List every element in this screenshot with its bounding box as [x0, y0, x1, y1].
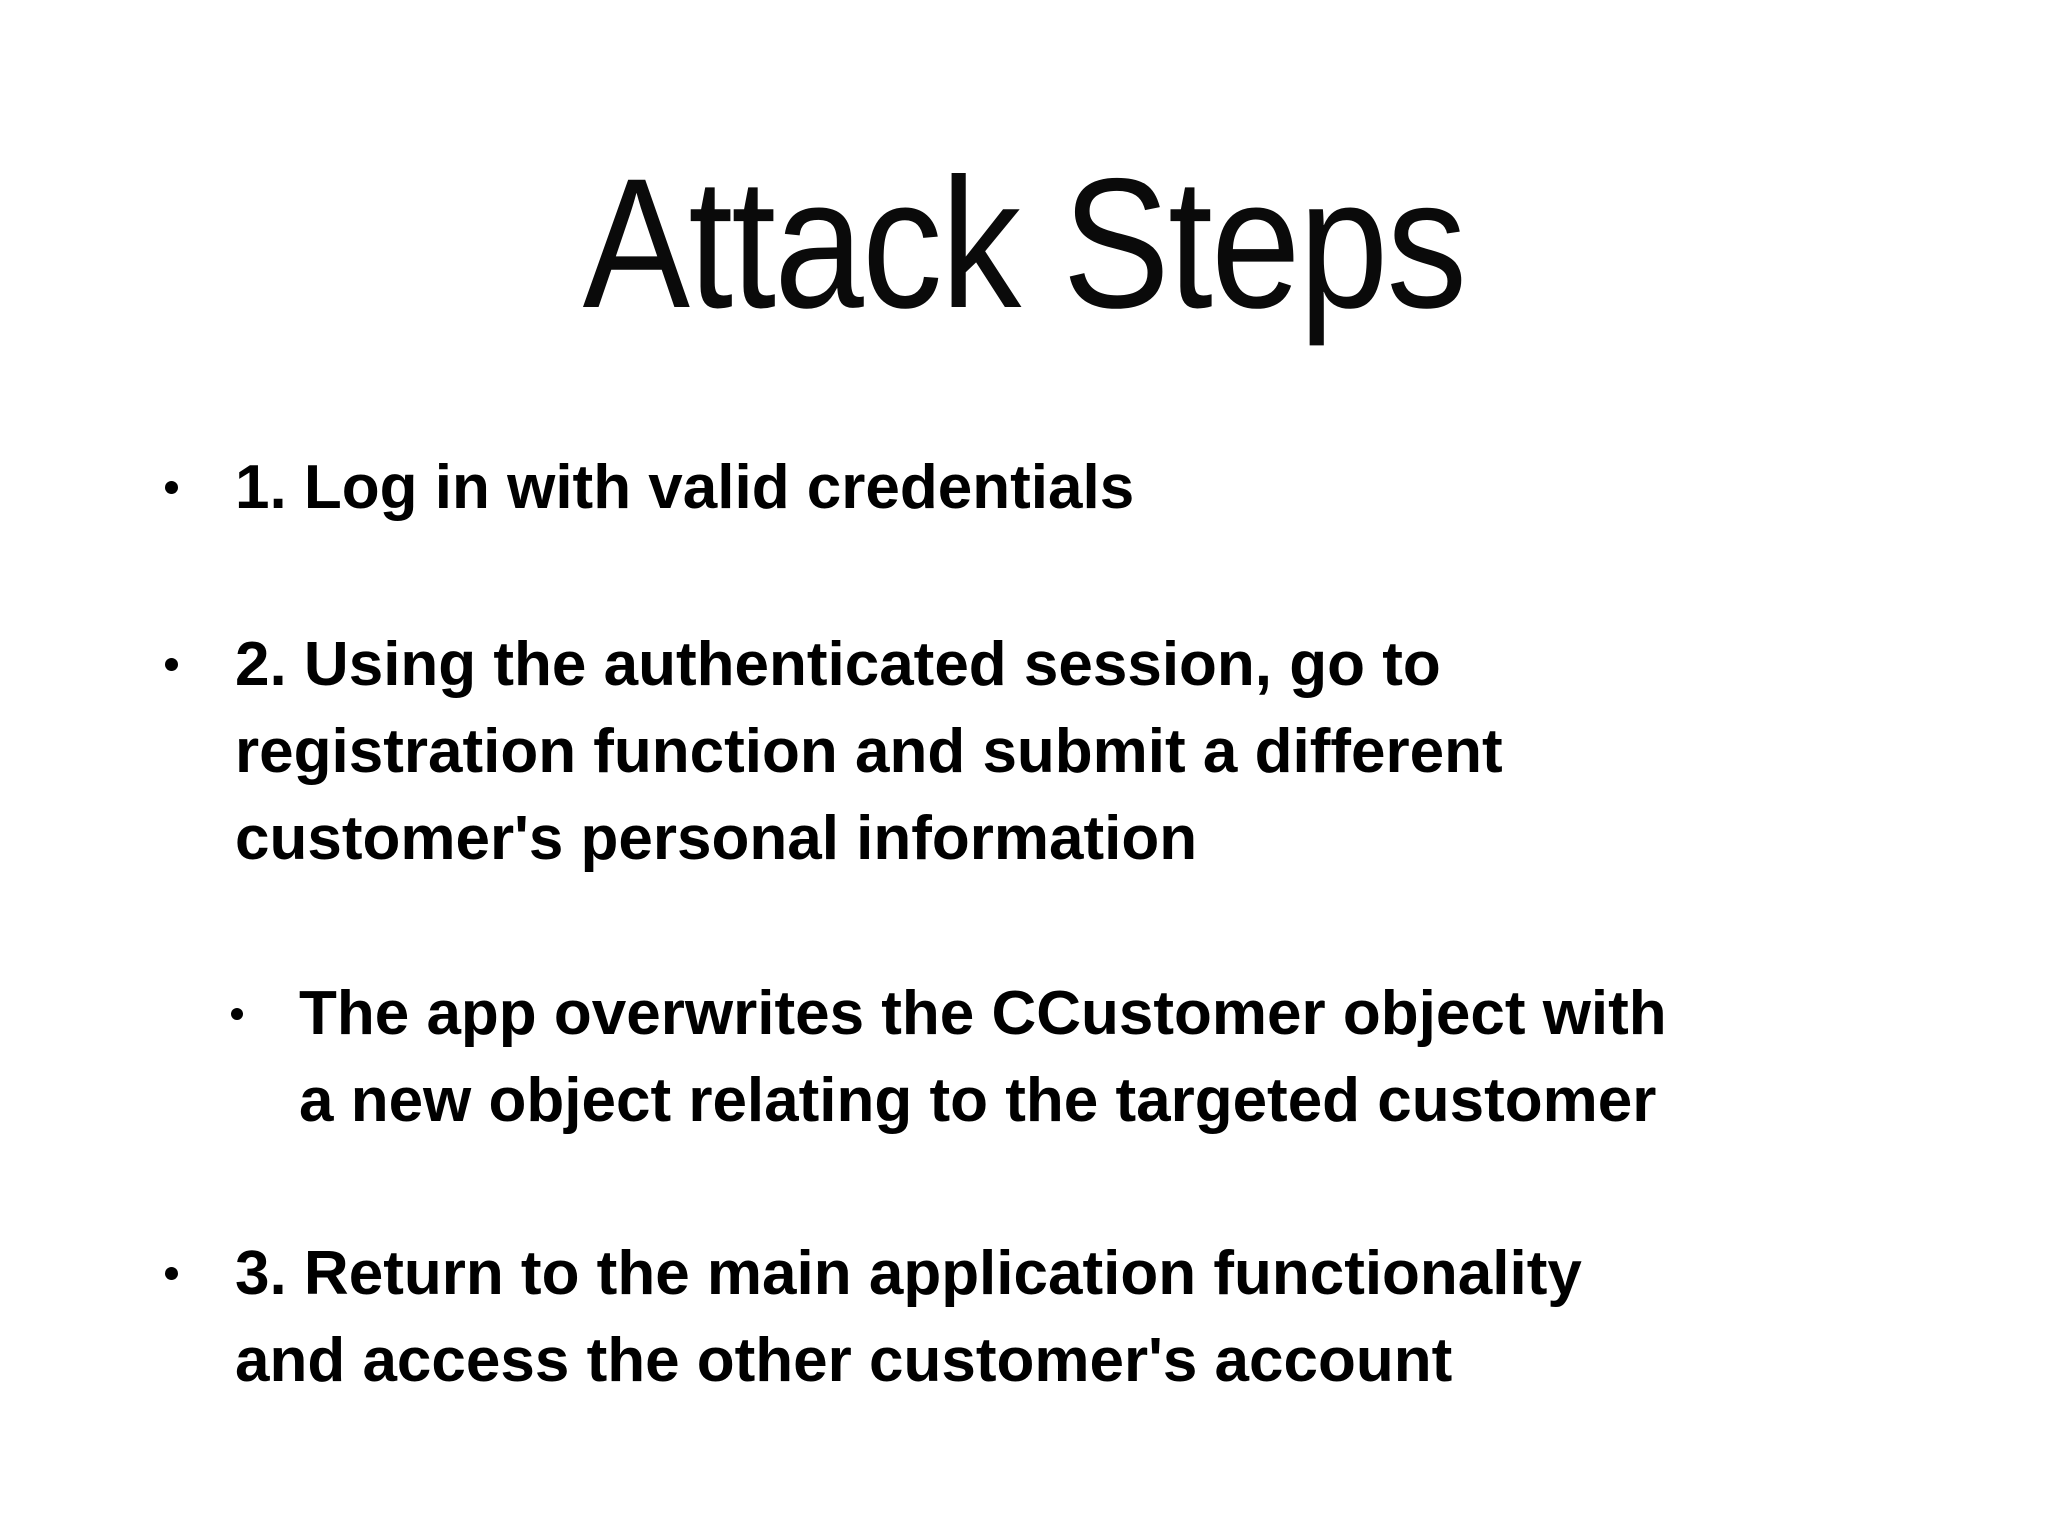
bullet-text: 2. Using the authenticated session, go t… — [235, 621, 1503, 882]
bullet-line: 3. Return to the main application functi… — [235, 1239, 1582, 1308]
bullet-dot — [165, 481, 178, 494]
bullet-text: The app overwrites the CCustomer object … — [299, 970, 1667, 1144]
bullet-dot — [165, 1267, 178, 1280]
bullet-dot — [231, 1008, 243, 1020]
bullet-item-step2: 2. Using the authenticated session, go t… — [165, 621, 1503, 882]
slide-title: Attack Steps — [582, 141, 1467, 347]
bullet-line: 2. Using the authenticated session, go t… — [235, 630, 1441, 699]
bullet-item-step1: 1. Log in with valid credentials — [165, 444, 1134, 531]
bullet-list: 1. Log in with valid credentials 2. Usin… — [165, 0, 1925, 1536]
bullet-text: 3. Return to the main application functi… — [235, 1230, 1582, 1404]
bullet-line: The app overwrites the CCustomer object … — [299, 979, 1667, 1048]
bullet-item-step3: 3. Return to the main application functi… — [165, 1230, 1582, 1404]
bullet-line: 1. Log in with valid credentials — [235, 453, 1135, 522]
bullet-dot — [165, 658, 178, 671]
bullet-item-sub-note: The app overwrites the CCustomer object … — [165, 970, 1667, 1144]
bullet-line: and access the other customer's account — [235, 1326, 1453, 1395]
bullet-line: a new object relating to the targeted cu… — [299, 1066, 1657, 1135]
bullet-text: 1. Log in with valid credentials — [235, 444, 1134, 531]
bullet-line: customer's personal information — [235, 804, 1198, 873]
bullet-line: registration function and submit a diffe… — [235, 717, 1503, 786]
